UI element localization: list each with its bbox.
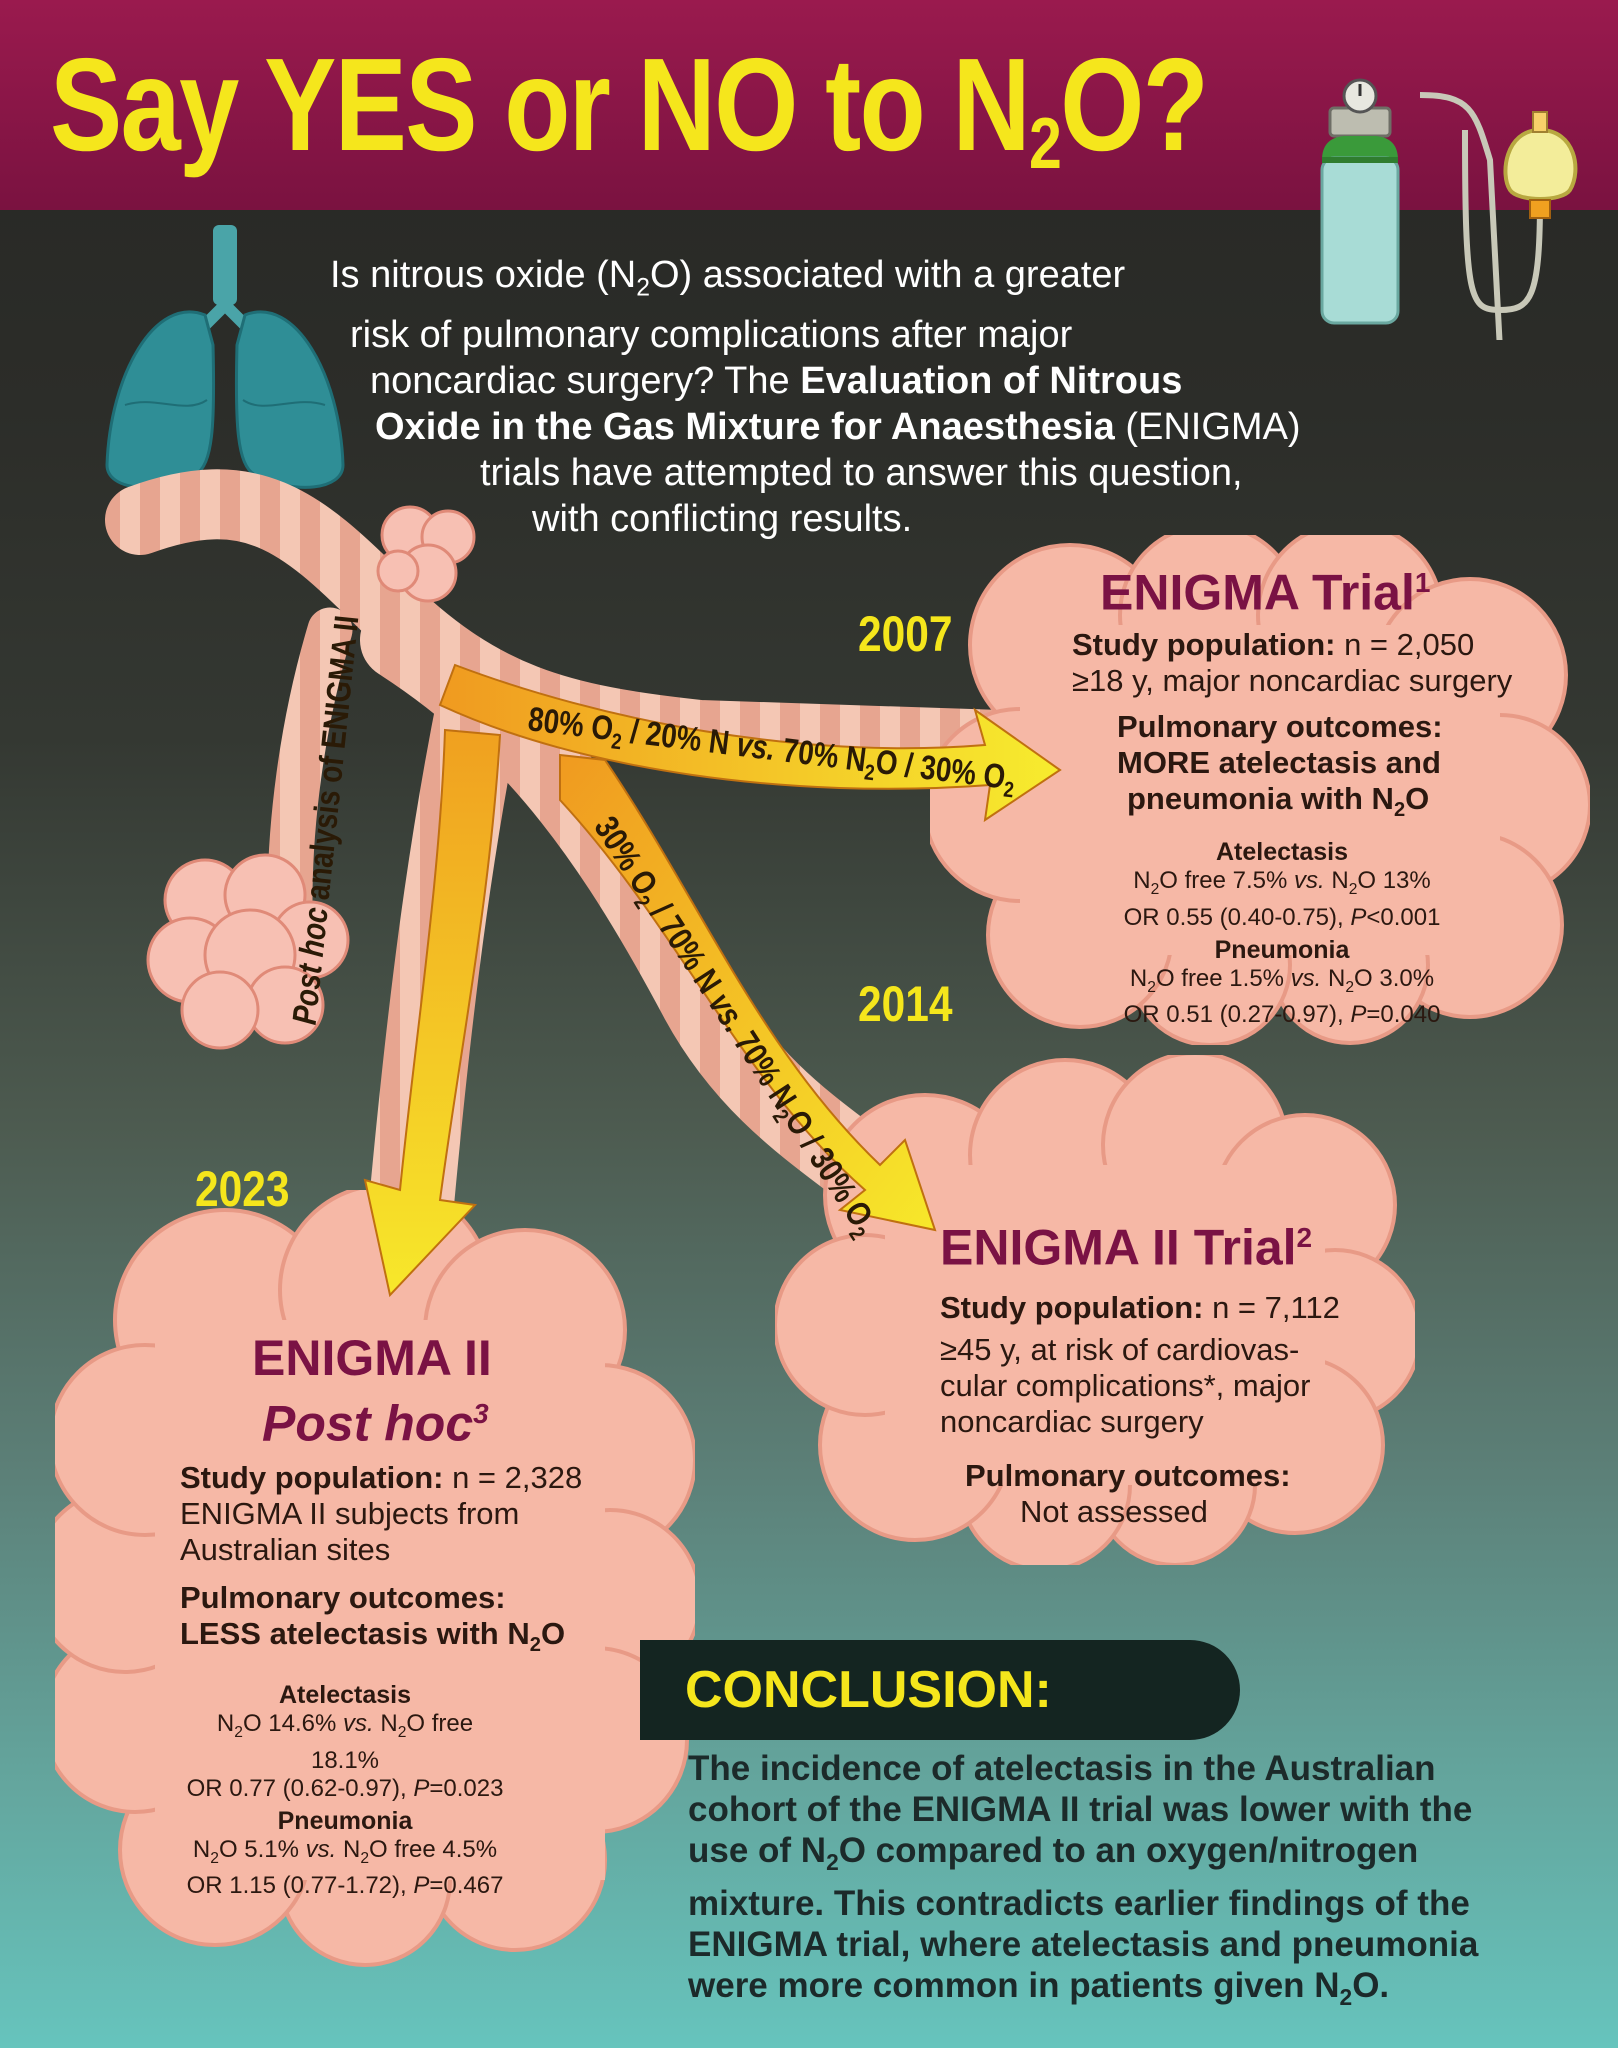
enigma2-outcome: Not assessed: [1020, 1493, 1208, 1529]
intro-line: Oxide in the Gas Mixture for Anaesthesia…: [375, 405, 1301, 448]
intro-line: with conflicting results.: [532, 497, 913, 540]
enigma1-pneumonia: Pneumonia N2O free 1.5% vs. N2O 3.0% OR …: [1123, 935, 1441, 1029]
year-2007: 2007: [858, 606, 953, 662]
enigma2-outcomes-label: Pulmonary outcomes:: [965, 1457, 1291, 1493]
enigma2-population: Study population: n = 7,112: [940, 1289, 1340, 1325]
intro-line: Is nitrous oxide (N2O) associated with a…: [330, 254, 1126, 302]
conclusion-line: cohort of the ENIGMA II trial was lower …: [688, 1790, 1473, 1829]
lungs-icon: [105, 225, 345, 489]
enigma2-population-desc: noncardiac surgery: [940, 1403, 1204, 1439]
enigma1-outcome: MORE atelectasis and: [1117, 744, 1441, 780]
intro-line: trials have attempted to answer this que…: [480, 451, 1243, 494]
enigma1-outcomes-label: Pulmonary outcomes:: [1117, 708, 1443, 744]
enigma2-title: ENIGMA II Trial2: [940, 1219, 1313, 1276]
posthoc-content: ENIGMA II Post hoc3 Study population: n …: [180, 1330, 583, 1900]
enigma2-content: ENIGMA II Trial2 Study population: n = 7…: [940, 1210, 1340, 1530]
conclusion-line: use of N2O compared to an oxygen/nitroge…: [688, 1831, 1419, 1875]
conclusion-text: The incidence of atelectasis in the Aust…: [688, 1748, 1568, 2018]
enigma1-atelectasis: Atelectasis N2O free 7.5% vs. N2O 13% OR…: [1123, 837, 1441, 931]
conclusion-line: mixture. This contradicts earlier findin…: [688, 1884, 1470, 1923]
posthoc-atelectasis: Atelectasis N2O 14.6% vs. N2O free 18.1%…: [186, 1680, 504, 1802]
posthoc-title: ENIGMA II: [252, 1330, 492, 1386]
enigma1-title: ENIGMA Trial1: [1100, 564, 1431, 621]
conclusion-heading: CONCLUSION:: [685, 1661, 1052, 1719]
intro-line: noncardiac surgery? The Evaluation of Ni…: [370, 359, 1183, 402]
conclusion-banner: [640, 1640, 1240, 1740]
conclusion-line: The incidence of atelectasis in the Aust…: [688, 1749, 1436, 1788]
enigma1-content: ENIGMA Trial1 Study population: n = 2,05…: [1072, 555, 1513, 1029]
alveoli-icon: [376, 505, 476, 603]
posthoc-subtitle: Post hoc3: [262, 1395, 489, 1452]
gas-cylinder-icon: [1320, 78, 1578, 340]
arrow-2014: [559, 753, 937, 1232]
page-title: Say YES or NO to N2O?: [50, 31, 1209, 184]
posthoc-pneumonia: Pneumonia N2O 5.1% vs. N2O free 4.5% OR …: [186, 1806, 504, 1900]
alveoli-icon: [146, 853, 350, 1050]
enigma1-cloud: [930, 535, 1590, 1045]
posthoc-population: Study population: n = 2,328: [180, 1459, 583, 1495]
arrow-2007: [438, 663, 1062, 823]
enigma2-population-desc: ≥45 y, at risk of cardiovas-: [940, 1331, 1300, 1367]
enigma2-population-desc: cular complications*, major: [940, 1367, 1311, 1403]
year-2023: 2023: [195, 1161, 290, 1217]
intro-line: risk of pulmonary complications after ma…: [350, 313, 1073, 356]
posthoc-outcome: LESS atelectasis with N2O: [180, 1615, 566, 1656]
posthoc-population-desc: ENIGMA II subjects from: [180, 1495, 520, 1531]
posthoc-population-desc: Australian sites: [180, 1531, 391, 1567]
enigma1-outcome: pneumonia with N2O: [1127, 780, 1430, 821]
arrow-2023: [363, 728, 502, 1298]
intro-text: Is nitrous oxide (N2O) associated with a…: [300, 252, 1420, 542]
enigma1-population: Study population: n = 2,050: [1072, 626, 1475, 662]
enigma2-cloud: [775, 1055, 1415, 1565]
posthoc-outcomes-label: Pulmonary outcomes:: [180, 1579, 506, 1615]
posthoc-cloud: [55, 1190, 695, 1967]
conclusion-line: ENIGMA trial, where atelectasis and pneu…: [688, 1925, 1479, 1964]
year-2014: 2014: [858, 976, 953, 1032]
conclusion-line: were more common in patients given N2O.: [688, 1966, 1390, 2010]
enigma1-population-desc: ≥18 y, major noncardiac surgery: [1072, 662, 1513, 698]
